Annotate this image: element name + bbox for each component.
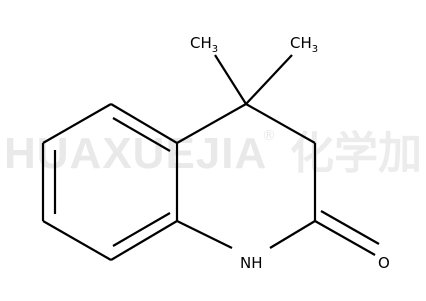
bond-ring-c5-c6	[42, 103, 112, 144]
watermark-chinese: 化学加	[290, 128, 422, 179]
bond-ring-c8-c8a	[110, 220, 178, 261]
bond-c4-c3	[245, 103, 316, 144]
nitrogen-label: NH	[240, 254, 263, 272]
bond-ring-c4a-c5	[110, 103, 178, 144]
atom-labels: CH3 CH3 NH O	[190, 34, 390, 272]
watermark-registered-mark: ®	[262, 128, 276, 144]
bonds	[41, 54, 380, 261]
bond-carbonyl-a	[314, 220, 376, 256]
watermark: HUAXUEJIA ® 化学加	[4, 128, 422, 179]
watermark-latin: HUAXUEJIA	[4, 129, 267, 178]
bond-carbonyl-b	[320, 210, 380, 245]
bond-c4-methyl-left	[214, 54, 247, 105]
oxygen-label: O	[378, 254, 390, 272]
methyl-right-label: CH3	[290, 34, 318, 55]
bond-ring-c5-c5-inner	[112, 117, 171, 152]
bond-c2-n1	[269, 220, 316, 249]
bond-c4-methyl-right	[245, 54, 293, 105]
bond-c4a-c4	[176, 103, 247, 144]
methyl-left-label: CH3	[190, 34, 218, 55]
bond-ring-c7-c8	[42, 220, 112, 261]
bond-ring-c8-inner	[112, 212, 171, 247]
bond-n1-c8a	[176, 220, 233, 249]
